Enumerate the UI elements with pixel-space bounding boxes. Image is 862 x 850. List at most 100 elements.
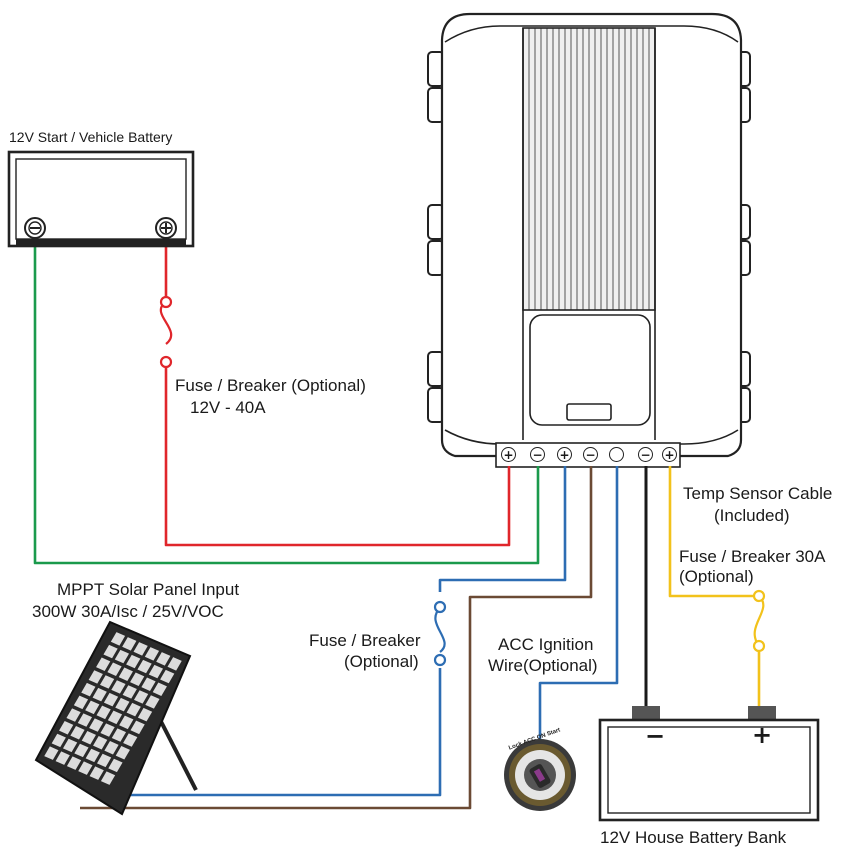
solar-cell (115, 697, 130, 712)
solar-cell (148, 664, 164, 679)
solar-spec: 300W 30A/Isc / 25V/VOC (32, 602, 224, 621)
solar-cell (77, 713, 93, 727)
solar-cell (96, 657, 111, 671)
solar-cell (88, 670, 103, 684)
solar-cell (141, 677, 156, 691)
solar-cell (66, 708, 81, 722)
acc-label: ACC Ignition (498, 635, 594, 654)
solar-cell (85, 748, 100, 763)
terminal-plus-icon: + (662, 447, 677, 462)
solar-panel-icon (34, 620, 198, 816)
solar-cell (70, 726, 85, 740)
solar-cell (107, 710, 123, 725)
wires (33, 246, 765, 810)
battery-icon (7, 150, 195, 248)
solar-cell (74, 743, 89, 758)
solar-cell (103, 692, 119, 707)
terminal-minus-icon: − (530, 447, 545, 462)
solar-cell (137, 659, 152, 674)
terminal-label: + (503, 447, 514, 462)
solar-cell (100, 771, 116, 785)
solar-title: MPPT Solar Panel Input (57, 580, 240, 599)
solar-cell (110, 632, 126, 646)
solar-cell (133, 690, 149, 704)
wire-yellow (668, 466, 759, 598)
ignition-switch-icon (504, 739, 576, 811)
wire-green (33, 246, 540, 565)
solar-cell (99, 675, 115, 689)
fuse-rating-1: 12V - 40A (190, 398, 266, 417)
terminal-label: − (640, 447, 651, 462)
fuse-label-2-optional: (Optional) (344, 652, 419, 671)
terminal-plus-icon: + (557, 447, 572, 462)
charger-device (427, 12, 751, 468)
solar-cell (130, 720, 145, 735)
solar-cell (122, 637, 137, 651)
solar-cell (144, 647, 160, 661)
solar-cell (55, 751, 70, 765)
solar-cell (59, 721, 74, 735)
solar-cell (44, 746, 59, 760)
solar-cell (89, 766, 104, 780)
solar-cell (156, 652, 171, 666)
fuse-label-2: Fuse / Breaker (309, 631, 421, 650)
terminal-label: − (585, 447, 596, 462)
solar-cell (51, 733, 66, 748)
status-led-window (566, 403, 612, 421)
terminal-minus-icon: − (583, 447, 598, 462)
solar-cell (111, 680, 126, 694)
solar-cell (122, 685, 137, 699)
solar-cell (66, 756, 82, 770)
display-window (529, 314, 651, 426)
solar-cell (133, 642, 148, 656)
temp-sensor-included: (Included) (714, 506, 790, 525)
solar-cell (78, 761, 93, 775)
solar-cell (119, 715, 134, 730)
solar-cell (126, 702, 141, 717)
wire-blue-solar (118, 668, 442, 797)
solar-cell (114, 649, 130, 664)
terminal-label: − (532, 447, 543, 462)
fuse-icon (433, 600, 447, 667)
terminal-plus-icon: + (501, 447, 516, 462)
fuse-icon (752, 589, 766, 653)
solar-cell (152, 682, 167, 696)
solar-cell (123, 733, 138, 747)
solar-cell (103, 644, 118, 659)
temp-sensor-label: Temp Sensor Cable (683, 484, 833, 503)
fuse-label-1: Fuse / Breaker (Optional) (175, 376, 366, 395)
solar-cell (145, 695, 160, 709)
house-battery-label: 12V House Battery Bank (600, 828, 787, 847)
solar-cell (167, 657, 182, 671)
solar-cell (81, 731, 96, 745)
solar-cell (108, 758, 123, 773)
solar-cell (126, 654, 141, 669)
house-battery-plus: + (752, 721, 773, 749)
terminal-label: + (664, 447, 675, 462)
fuse-icon (159, 295, 173, 369)
solar-cell (111, 728, 127, 742)
terminal-label: + (559, 447, 570, 462)
fuse-label-3-optional: (Optional) (679, 567, 754, 586)
solar-cell (104, 741, 119, 755)
solar-cell (130, 672, 145, 686)
solar-cell (96, 753, 112, 768)
solar-cell (115, 746, 130, 760)
house-battery-minus: − (645, 722, 666, 750)
solar-cell (96, 705, 111, 720)
fuse-label-3: Fuse / Breaker 30A (679, 547, 826, 566)
vehicle-battery-label: 12V Start / Vehicle Battery (9, 129, 173, 145)
solar-cell (89, 718, 104, 732)
terminal-minus-icon: − (638, 447, 653, 462)
solar-cell (137, 707, 153, 722)
solar-cell (100, 723, 115, 737)
solar-cell (73, 695, 89, 710)
terminal-temp-port (609, 447, 624, 462)
house-battery (598, 706, 820, 822)
heatsink (522, 27, 656, 311)
solar-cell (85, 700, 100, 715)
solar-cell (160, 669, 175, 684)
wire-blue-acc (538, 466, 619, 745)
solar-cell (92, 687, 107, 702)
